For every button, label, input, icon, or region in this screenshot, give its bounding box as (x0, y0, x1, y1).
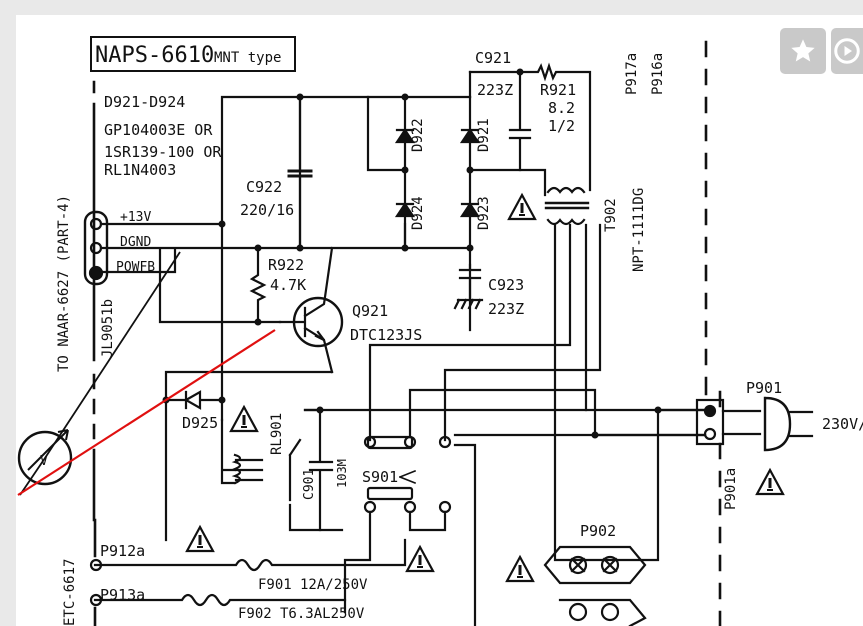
r921-rating: 1/2 (548, 117, 575, 135)
p912a-label: P912a (100, 542, 145, 560)
f902-label: F902 (238, 606, 272, 622)
model-label: NAPS-6610 (95, 43, 214, 68)
c921-value: 223Z (477, 81, 513, 99)
etc-board-label: ETC-6617 (62, 559, 78, 626)
r922-value: 4.7K (270, 276, 306, 294)
d922-label: D922 (410, 118, 426, 152)
diode-part-1: GP104003E OR (104, 121, 213, 139)
play-icon (834, 38, 860, 64)
r921-value: 8.2 (548, 99, 575, 117)
schematic-page (16, 15, 863, 626)
c922-value: 220/16 (240, 201, 294, 219)
connector-id: JL9051b (100, 299, 116, 358)
bookmark-button[interactable] (780, 28, 826, 74)
c901-label: C901 (302, 469, 317, 500)
c923-label: C923 (488, 276, 524, 294)
f901-label: F901 (258, 577, 292, 593)
f902-rating: T6.3AL250V (280, 606, 365, 622)
p902-label: P902 (580, 522, 616, 540)
d924-label: D924 (410, 196, 426, 230)
pin-powfb-label: POWFB (116, 260, 155, 275)
pin-13v-label: +13V (120, 210, 151, 225)
s901-label: S901 (362, 468, 398, 486)
r922-label: R922 (268, 256, 304, 274)
d925-label: D925 (182, 414, 218, 432)
model-type-label: MNT type (214, 50, 281, 66)
mains-label: 230V/ (822, 415, 863, 433)
c921-label: C921 (475, 49, 511, 67)
f901-rating: 12A/250V (300, 577, 368, 593)
d921-label: D921 (476, 118, 492, 152)
pin-dgnd-label: DGND (120, 235, 151, 250)
q921-label: Q921 (352, 302, 388, 320)
play-button[interactable] (831, 28, 863, 74)
p901a-label: P901a (723, 468, 739, 510)
p917a-label: P917a (624, 53, 640, 95)
c923-value: 223Z (488, 300, 524, 318)
p916a-label: P916a (650, 53, 666, 95)
p901-label: P901 (746, 379, 782, 397)
star-icon (791, 39, 815, 62)
connector-label: TO NAAR-6627 (PART-4) (56, 195, 72, 372)
p913a-label: P913a (100, 586, 145, 604)
r921-label: R921 (540, 81, 576, 99)
meter-symbol: V (40, 454, 48, 469)
diode-part-2: 1SR139-100 OR (104, 143, 222, 161)
d923-label: D923 (476, 196, 492, 230)
c901-value: 103M (335, 459, 349, 488)
c922-label: C922 (246, 178, 282, 196)
t902-label: T902 (603, 198, 619, 232)
rl901-label: RL901 (269, 413, 285, 455)
diode-part-3: RL1N4003 (104, 161, 176, 179)
diode-group-label: D921-D924 (104, 93, 185, 111)
q921-part: DTC123JS (350, 326, 422, 344)
t902-part: NPT-1111DG (631, 188, 647, 272)
